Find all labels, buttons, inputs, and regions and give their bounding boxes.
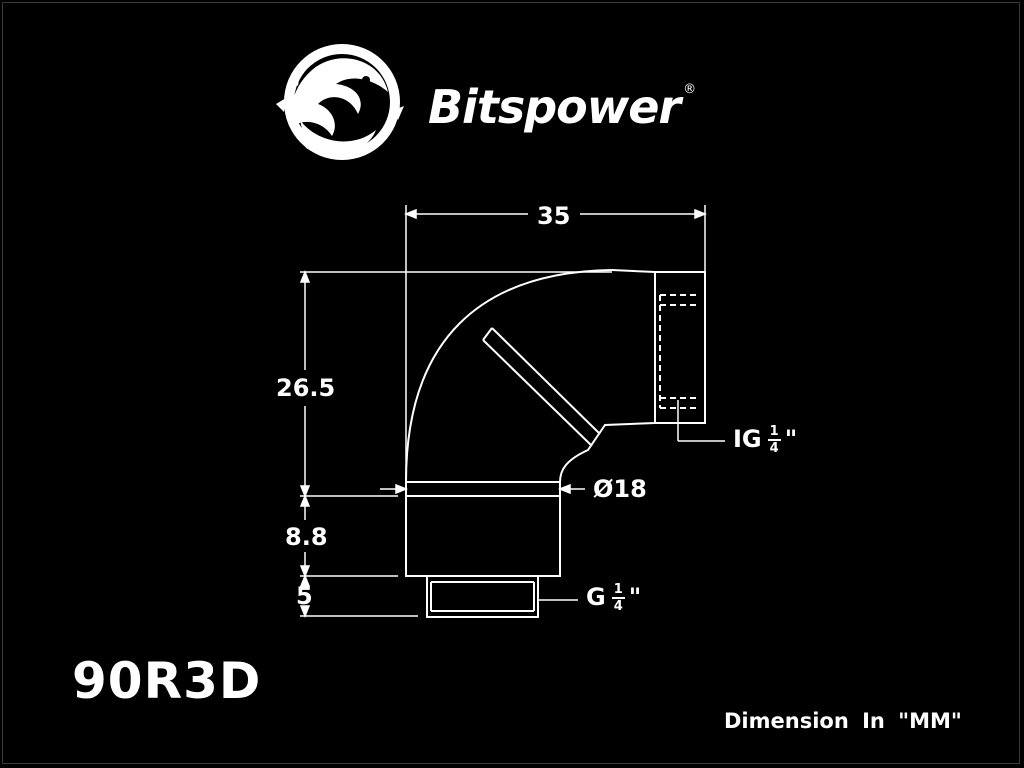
- outer-thread-numerator: 1: [611, 582, 625, 599]
- port-hidden-lines: [659, 294, 700, 409]
- inner-thread-numerator: 1: [767, 424, 781, 441]
- brand-name-text: Bitspower: [428, 80, 681, 134]
- elbow-outer-curve: [405, 269, 613, 483]
- dimension-width-label: 35: [537, 202, 571, 230]
- outer-thread-denominator: 4: [613, 599, 623, 614]
- dimension-height-thread-label: 5: [296, 582, 313, 610]
- brand-name: Bitspower®: [428, 80, 696, 134]
- model-number: 90R3D: [72, 652, 262, 710]
- inner-thread-denominator: 4: [769, 441, 779, 456]
- right-port: [654, 271, 706, 424]
- inner-thread-prefix: IG: [733, 425, 762, 453]
- registered-mark: ®: [683, 82, 696, 97]
- outer-thread-suffix: ": [628, 583, 642, 611]
- dimension-diameter-label: Ø18: [593, 475, 647, 503]
- outer-thread-prefix: G: [586, 583, 606, 611]
- fitting-body: [405, 269, 706, 618]
- lower-body: [405, 495, 561, 577]
- dimension-height-upper-label: 26.5: [276, 374, 336, 402]
- dimension-height-middle-label: 8.8: [285, 523, 328, 551]
- collar-ring: [405, 481, 561, 497]
- dimension-lines: [299, 205, 725, 619]
- units-note: Dimension In "MM": [724, 709, 962, 733]
- rotary-joint-line: [482, 339, 593, 447]
- dragon-logo-icon: [276, 44, 404, 160]
- inner-thread-suffix: ": [784, 425, 798, 453]
